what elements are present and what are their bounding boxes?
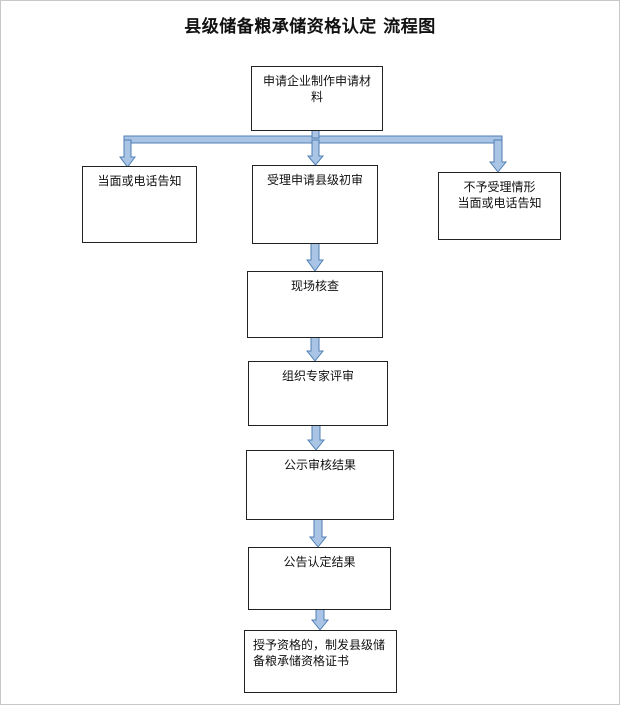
node-accept-line-1: 受理申请县级初审 (266, 173, 363, 187)
arrow-to-review (305, 336, 325, 362)
node-reject-line-2: 当面或电话告知 (457, 196, 542, 210)
node-apply: 申请企业制作申请材 料 (251, 66, 383, 131)
node-apply-line-1: 申请企业制作申请材 (262, 74, 371, 88)
node-apply-line-2: 料 (310, 90, 323, 104)
arrow-to-accept (306, 139, 325, 166)
node-accept: 受理申请县级初审 (252, 165, 378, 244)
node-notify-left: 当面或电话告知 (82, 166, 197, 243)
arrow-to-announce (308, 518, 328, 548)
node-review-line-1: 组织专家评审 (281, 369, 354, 383)
node-grant: 授予资格的，制发县级储 备粮承储资格证书 (244, 630, 397, 693)
node-announce: 公告认定结果 (248, 547, 391, 610)
page-title: 县级储备粮承储资格认定 流程图 (184, 17, 436, 37)
node-publicize-line-1: 公示审核结果 (283, 458, 356, 472)
node-inspect-line-1: 现场核查 (290, 279, 339, 293)
node-announce-line-1: 公告认定结果 (283, 555, 356, 569)
arrow-to-reject (488, 139, 508, 173)
node-grant-line-1: 授予资格的，制发县级储 (253, 638, 386, 652)
node-reject-line-1: 不予受理情形 (463, 180, 536, 194)
arrow-to-grant (310, 608, 330, 631)
arrow-to-publicize (306, 424, 326, 451)
node-reject: 不予受理情形 当面或电话告知 (438, 172, 561, 240)
node-inspect: 现场核查 (247, 271, 383, 338)
branch-stem (311, 129, 320, 139)
node-review: 组织专家评审 (248, 361, 388, 426)
arrow-to-inspect (306, 242, 324, 272)
node-grant-line-2: 备粮承储资格证书 (253, 654, 350, 668)
arrow-to-notify-left (119, 139, 136, 168)
node-publicize: 公示审核结果 (246, 450, 394, 520)
node-notify-left-line-1: 当面或电话告知 (97, 174, 182, 188)
